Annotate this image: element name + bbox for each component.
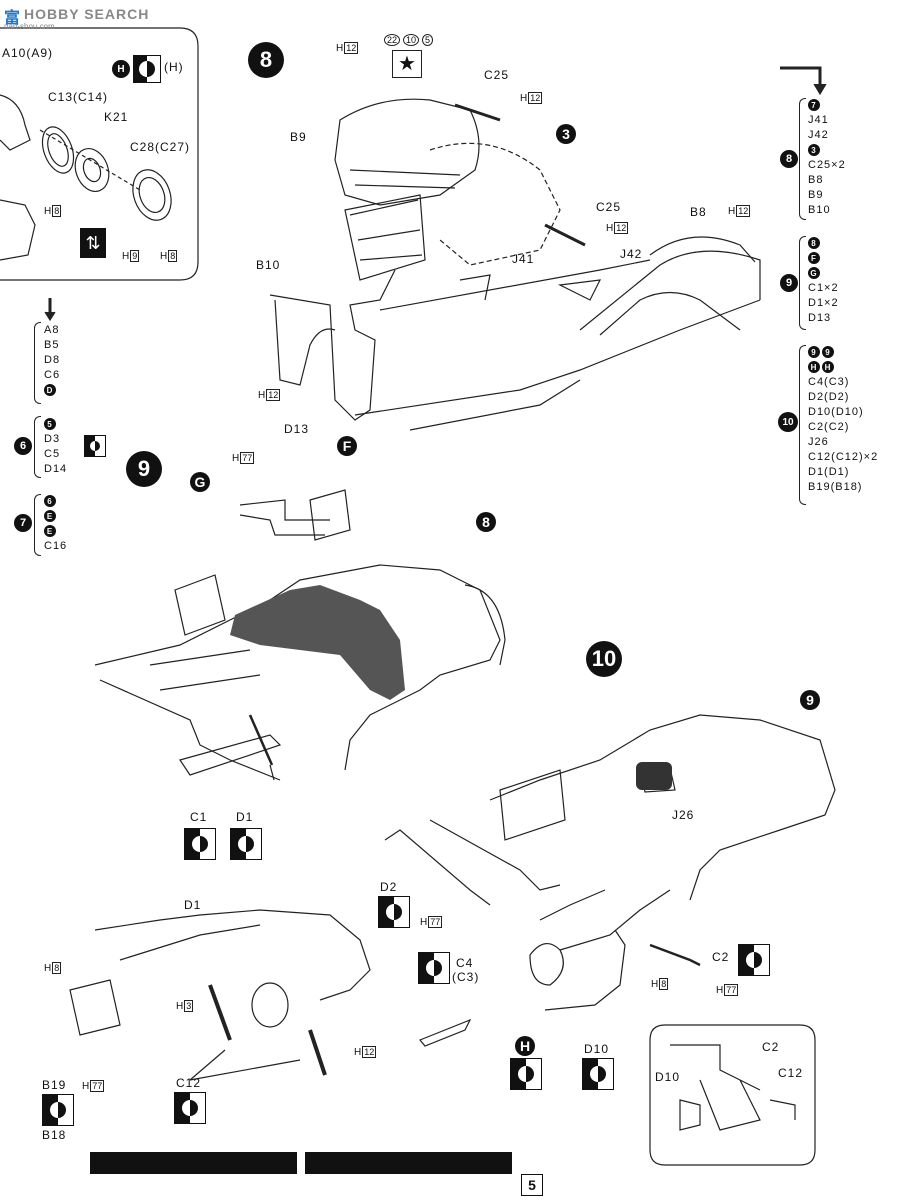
step-badge: 10 [778, 412, 798, 432]
label-c1: C1 [190, 810, 208, 824]
step-number-10: 10 [586, 641, 622, 677]
decal-icon [174, 1092, 206, 1124]
rotate-arrows-icon: ⇅ [80, 228, 106, 258]
paint-code-alt: (H) [164, 60, 184, 74]
label-j42: J42 [620, 247, 643, 261]
label-d10: D10 [584, 1042, 610, 1056]
step-badge: 9 [780, 274, 798, 292]
step-number-8: 8 [248, 42, 284, 78]
decal-icon [230, 828, 262, 860]
label-k21: K21 [104, 110, 129, 124]
label-b18: B18 [42, 1128, 67, 1142]
label-c28: C28(C27) [130, 140, 191, 154]
brace [799, 236, 806, 330]
decal-icon [42, 1094, 74, 1126]
sub-badge-f: F [337, 436, 357, 456]
watermark-url: nan-shou.com [4, 22, 55, 31]
step-badge: 7 [14, 514, 32, 532]
label-b10: B10 [256, 258, 281, 272]
label-d13: D13 [284, 422, 310, 436]
page-number: 5 [521, 1174, 543, 1196]
detail-label-c12: C12 [778, 1066, 804, 1080]
part-j26-shape [636, 762, 672, 790]
label-c3: (C3) [452, 970, 480, 984]
decal-icon [510, 1058, 542, 1090]
brace [34, 494, 41, 556]
sub-badge-9: 9 [800, 690, 820, 710]
brace [799, 98, 806, 220]
brace [34, 322, 41, 404]
decal-icon [418, 952, 450, 984]
watermark-brand: HOBBY SEARCH [24, 6, 150, 22]
paint-code-badge: H [112, 60, 130, 78]
sub-badge-g: G [190, 472, 210, 492]
sub-badge-3: 3 [556, 124, 576, 144]
label-j41: J41 [512, 252, 535, 266]
label-c25: C25 [484, 68, 510, 82]
footer-bar-left [90, 1152, 297, 1174]
decal-icon [133, 55, 161, 83]
brace [799, 345, 806, 505]
parts-list: 6 E E C16 [44, 495, 68, 552]
decal-icon [582, 1058, 614, 1090]
label-b19: B19 [42, 1078, 67, 1092]
step-badge: 8 [780, 150, 798, 168]
label-b9: B9 [290, 130, 307, 144]
label-a10: A10(A9) [2, 46, 54, 60]
label-c2: C2 [712, 950, 730, 964]
label-d2: D2 [380, 880, 398, 894]
watermark-logo: 富 [4, 10, 22, 27]
detail-label-c2: C2 [762, 1040, 780, 1054]
sub-badge-h: H [515, 1036, 535, 1056]
label-c13: C13(C14) [48, 90, 109, 104]
label-d1-b: D1 [184, 898, 202, 912]
brace [34, 416, 41, 478]
decal-icon [378, 896, 410, 928]
sub-badge-8: 8 [476, 512, 496, 532]
decal-icon [738, 944, 770, 976]
label-b8: B8 [690, 205, 707, 219]
decal-icon [184, 828, 216, 860]
label-c12: C12 [176, 1076, 202, 1090]
paint-refs: 22 10 5 [384, 34, 434, 46]
step-number-9: 9 [126, 451, 162, 487]
label-c4: C4 [456, 956, 474, 970]
step-badge: 6 [14, 437, 32, 455]
label-j26: J26 [672, 808, 695, 822]
decal-icon [84, 435, 106, 457]
label-c25-b: C25 [596, 200, 622, 214]
label-d1: D1 [236, 810, 254, 824]
detail-label-d10: D10 [655, 1070, 681, 1084]
star-icon: ★ [392, 50, 422, 78]
footer-bar-right [305, 1152, 512, 1174]
